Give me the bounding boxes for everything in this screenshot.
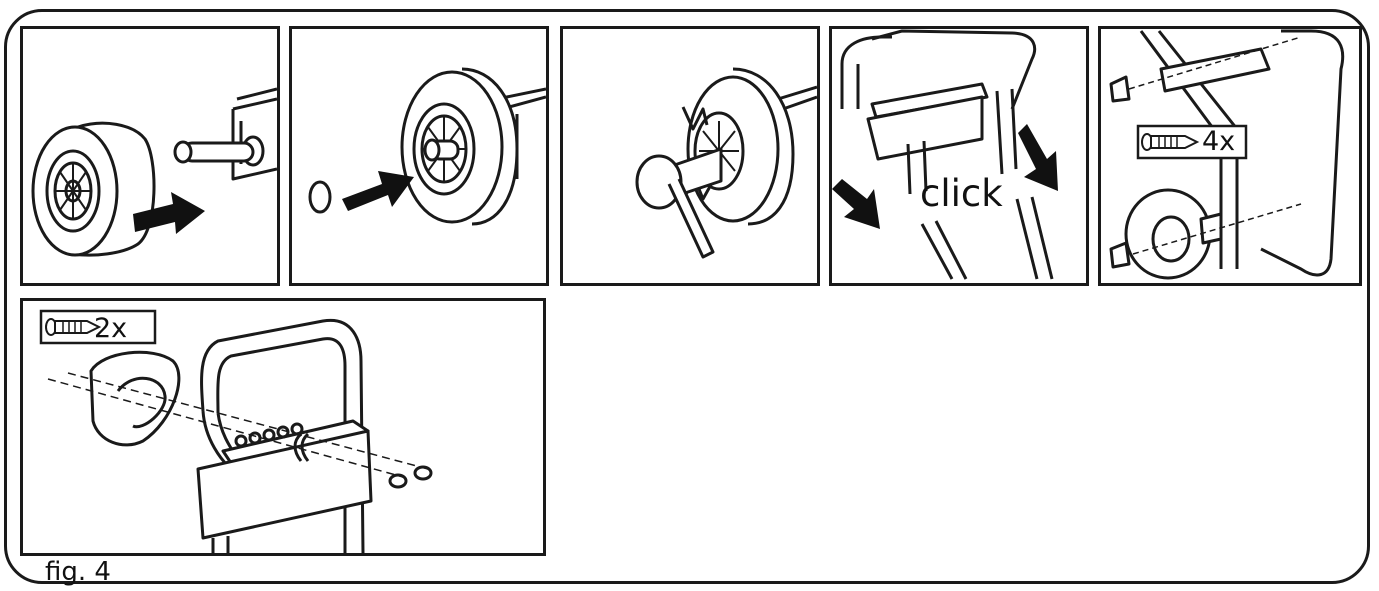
screw-icon-4x (1141, 133, 1200, 151)
handle-insert-illustration (832, 29, 1058, 280)
figure-label: fig. 4 (45, 557, 111, 587)
step-1-panel (20, 26, 280, 286)
screw-count-2x: 2x (94, 313, 128, 344)
screw-icon-2x (45, 318, 102, 336)
hook-screws-illustration (39, 309, 433, 553)
step-2-panel (289, 26, 549, 286)
feet-screws-illustration (1109, 29, 1345, 280)
figure-frame (4, 9, 1370, 584)
step-5-panel: 4x (1098, 26, 1362, 286)
step-3-panel (560, 26, 820, 286)
click-label: click (920, 172, 1003, 215)
step-4-panel: click (829, 26, 1089, 286)
step-6-panel: 2x (20, 298, 546, 556)
wheel-axle-illustration (31, 87, 277, 257)
wheel-cap-illustration (308, 67, 546, 226)
screw-count-4x: 4x (1202, 126, 1236, 157)
hammer-cap-illustration (635, 67, 817, 259)
